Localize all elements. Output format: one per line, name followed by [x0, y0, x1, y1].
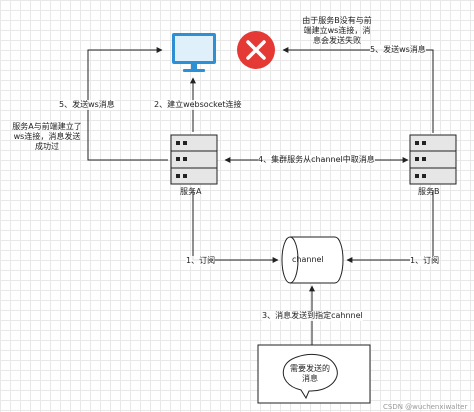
note-service-a: 服务A与前端建立了 ws连接，消息发送 成功过 [12, 122, 82, 151]
edge-label-frontend-ws: 2、建立websocket连接 [154, 100, 242, 110]
service-a-label: 服务A [180, 187, 202, 196]
edge-label-to-channel: 3、消息发送到指定cahnnel [262, 311, 363, 321]
connectors [87, 47, 434, 345]
edge-a-subscribe [192, 190, 279, 263]
monitor-icon [172, 33, 216, 72]
channel-node [281, 236, 344, 284]
edge-label-a-to-frontend: 5、发送ws消息 [59, 100, 115, 110]
message-node [257, 344, 371, 404]
edge-label-a-subscribe: 1、订阅 [186, 256, 216, 266]
server-b-icon [409, 134, 457, 185]
message-label: 需要发送的 消息 [290, 364, 330, 383]
edge-label-b-to-fail: 5、发送ws消息 [370, 45, 426, 55]
edge-label-b-to-a: 4、集群服务从channel中取消息 [258, 155, 375, 165]
edge-b-subscribe [346, 190, 434, 263]
channel-label: channel [292, 255, 324, 264]
edge-b-to-fail [282, 47, 434, 133]
edge-label-b-subscribe: 1、订阅 [410, 256, 440, 266]
service-b-label: 服务B [418, 187, 440, 196]
server-a-icon [170, 134, 218, 185]
watermark-text: CSDN @wuchenxiwalter [383, 403, 468, 411]
error-icon [237, 31, 275, 69]
note-service-b: 由于服务B没有与前 端建立ws连接，消 息会发送失败 [302, 16, 372, 45]
